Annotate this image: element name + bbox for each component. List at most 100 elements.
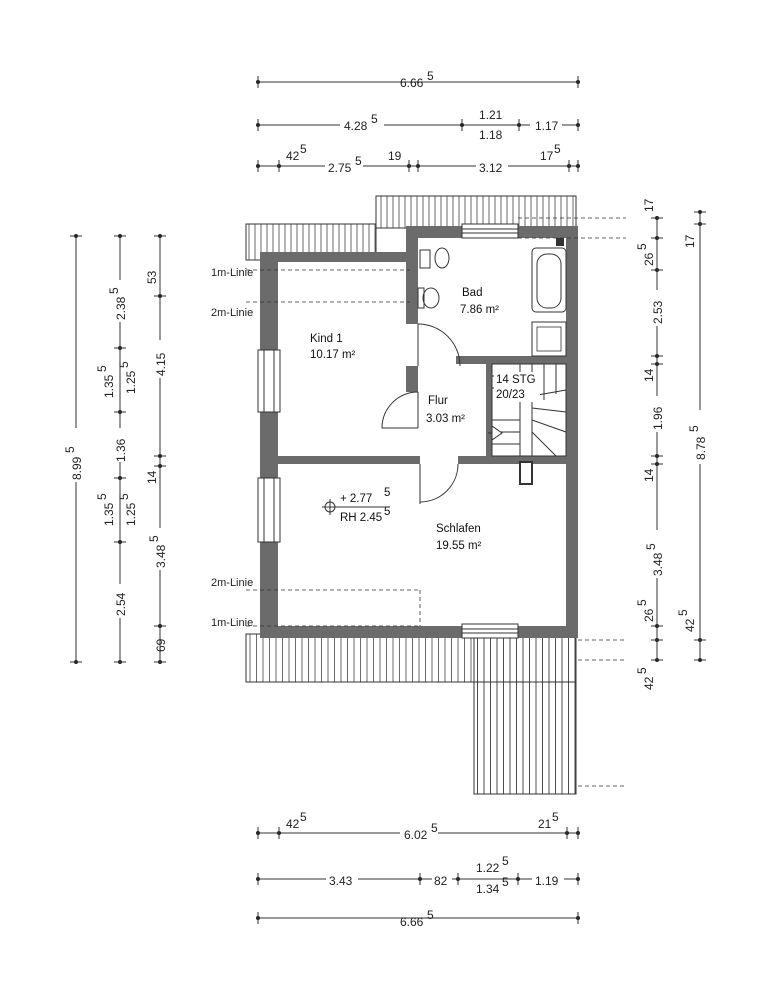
dim-top-17: 17 xyxy=(540,149,554,163)
svg-text:5: 5 xyxy=(355,154,362,168)
svg-text:5: 5 xyxy=(300,810,307,824)
top-dimension-row-1: 6.66 5 xyxy=(256,69,580,90)
svg-text:5: 5 xyxy=(117,361,131,368)
svg-text:5: 5 xyxy=(300,142,307,156)
svg-text:5: 5 xyxy=(95,493,109,500)
right-dimension-inner: 17 26 5 2.53 14 1.96 14 3.48 5 26 5 42 5 xyxy=(635,198,665,690)
label-2m-line-bottom: 2m-Linie xyxy=(211,577,253,589)
dim-right-878: 8.78 xyxy=(694,436,708,460)
dim-right-425a: 42 xyxy=(642,676,656,690)
dim-top-19: 19 xyxy=(388,149,402,163)
svg-text:5: 5 xyxy=(676,609,690,616)
dim-bottom-42: 42 xyxy=(286,817,300,831)
svg-text:5: 5 xyxy=(147,535,161,542)
room-schlafen-area: 19.55 m² xyxy=(436,540,482,552)
dim-left-136: 1.36 xyxy=(114,438,128,462)
staircase: 14 STG 20/23 xyxy=(488,363,567,457)
windows xyxy=(257,223,519,639)
dim-left-135b: 1.35 xyxy=(102,502,116,526)
dim-right-348: 3.48 xyxy=(651,552,665,576)
label-1m-line-bottom: 1m-Linie xyxy=(211,617,253,629)
left-dimension-middle: 2.38 5 1.35 5 1.36 1.35 5 2.54 xyxy=(95,234,128,664)
dim-left-125a: 1.25 xyxy=(124,370,138,394)
svg-text:5: 5 xyxy=(554,142,561,156)
right-dimension-outer: 17 8.78 5 42 5 xyxy=(676,210,708,662)
dim-top-a: 4.28 xyxy=(344,119,368,133)
svg-text:5: 5 xyxy=(384,487,390,499)
dim-left-53: 53 xyxy=(145,270,159,284)
dim-top-312: 3.12 xyxy=(479,161,503,175)
level-rh: RH 2.45 xyxy=(340,512,382,524)
room-kind-area: 10.17 m² xyxy=(310,349,356,361)
svg-text:5: 5 xyxy=(107,287,121,294)
dim-bottom-343: 3.43 xyxy=(329,874,353,888)
dim-right-14b: 14 xyxy=(642,468,656,482)
room-bad-area: 7.86 m² xyxy=(460,304,499,316)
doors xyxy=(381,323,461,504)
svg-text:5: 5 xyxy=(502,875,509,889)
stairs-label: 14 STG xyxy=(496,374,536,386)
left-dimension-outer: 8.99 5 xyxy=(63,234,84,664)
label-2m-line-top: 2m-Linie xyxy=(211,307,253,319)
dim-bottom-21: 21 xyxy=(538,817,552,831)
svg-text:5: 5 xyxy=(117,493,131,500)
dim-right-17a: 17 xyxy=(642,198,656,212)
dim-left-348: 3.48 xyxy=(154,544,168,568)
bottom-dimension-row-1: 42 5 6.02 5 21 5 xyxy=(256,810,580,842)
svg-text:5: 5 xyxy=(635,667,649,674)
svg-text:5: 5 xyxy=(384,506,390,518)
height-lines xyxy=(246,217,626,787)
dim-bottom-119: 1.19 xyxy=(535,874,559,888)
dim-total-top: 6.66 xyxy=(400,76,424,90)
bottom-dimension-row-2: 3.43 82 1.22 5 1.34 5 1.19 xyxy=(256,854,580,896)
svg-text:5: 5 xyxy=(552,810,559,824)
dim-left-125b: 1.25 xyxy=(124,502,138,526)
top-dimension-row-2: 4.28 5 1.21 1.18 1.17 xyxy=(256,108,580,142)
svg-text:5: 5 xyxy=(502,854,509,868)
level-marker: + 2.77 5 RH 2.45 5 xyxy=(322,487,390,524)
bottom-dimension-row-3: 6.66 5 xyxy=(256,908,580,929)
dim-right-196: 1.96 xyxy=(651,406,665,430)
dim-total-bottom: 6.66 xyxy=(400,915,424,929)
svg-text:5: 5 xyxy=(431,821,438,835)
left-dimension-inner: 53 4.15 1.25 5 14 1.25 5 3.48 5 69 xyxy=(117,234,168,664)
dim-bottom-1345: 1.34 xyxy=(476,882,500,896)
svg-text:5: 5 xyxy=(427,908,434,922)
svg-text:5: 5 xyxy=(635,243,649,250)
bath-fixtures xyxy=(417,238,567,357)
dim-bottom-602: 6.02 xyxy=(404,828,428,842)
dim-right-425b: 42 xyxy=(683,618,697,632)
dim-left-238: 2.38 xyxy=(114,296,128,320)
dim-top-42: 42 xyxy=(286,149,300,163)
label-1m-line-top: 1m-Linie xyxy=(211,267,253,279)
dim-left-total: 8.99 xyxy=(70,456,84,480)
room-schlafen-name: Schlafen xyxy=(436,523,481,535)
dim-left-415: 4.15 xyxy=(154,352,168,376)
svg-text:5: 5 xyxy=(95,365,109,372)
dim-top-b-bottom: 1.18 xyxy=(479,128,503,142)
svg-text:5: 5 xyxy=(635,599,649,606)
svg-text:5: 5 xyxy=(687,425,701,432)
dim-right-265a: 26 xyxy=(642,252,656,266)
top-dimension-row-3: 42 5 2.75 5 19 3.12 17 5 xyxy=(256,142,580,175)
dim-left-135a: 1.35 xyxy=(102,374,116,398)
dim-total-top-sup: 5 xyxy=(427,69,434,83)
svg-text:5: 5 xyxy=(63,446,77,453)
svg-text:5: 5 xyxy=(644,543,658,550)
dim-top-b-top: 1.21 xyxy=(479,108,503,122)
dim-top-c: 1.17 xyxy=(535,119,559,133)
dim-bottom-82: 82 xyxy=(434,874,448,888)
level-elevation: + 2.77 xyxy=(340,493,372,505)
stairs-ratio: 20/23 xyxy=(496,389,525,401)
dim-right-253: 2.53 xyxy=(651,300,665,324)
dim-left-254: 2.54 xyxy=(114,592,128,616)
svg-text:5: 5 xyxy=(371,112,378,126)
roof-hatching xyxy=(245,195,577,795)
room-bad-name: Bad xyxy=(462,287,482,299)
room-kind-name: Kind 1 xyxy=(310,333,343,345)
dim-top-275: 2.75 xyxy=(328,161,352,175)
dim-left-69: 69 xyxy=(154,638,168,652)
dim-right-17b: 17 xyxy=(683,234,697,248)
dim-bottom-1225: 1.22 xyxy=(476,861,500,875)
